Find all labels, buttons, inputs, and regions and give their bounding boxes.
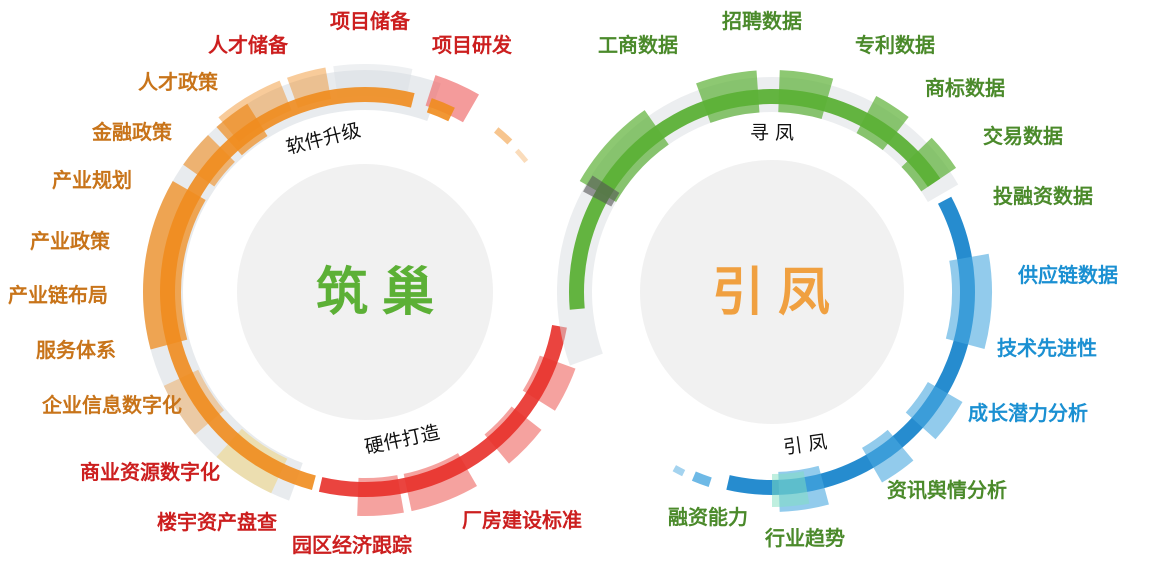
right-ring-block (778, 70, 834, 119)
right-ring-main-blue (726, 196, 975, 495)
left-ring-dot (514, 148, 529, 163)
right-ring-block (905, 382, 963, 440)
label: 人才储备 (208, 33, 288, 57)
right-ring-block (579, 110, 669, 202)
label: 行业趋势 (765, 526, 845, 550)
left-center-disc (237, 164, 493, 420)
right-center-title: 引凤 (712, 262, 845, 323)
label: 工商数据 (598, 33, 678, 57)
label: 专利数据 (855, 33, 935, 57)
left-ring-block (425, 75, 479, 123)
label: 资讯舆情分析 (887, 478, 1007, 502)
right-ring-block (856, 95, 909, 151)
label: 金融政策 (92, 120, 172, 144)
label: 产业链布局 (8, 283, 108, 307)
label: 楼宇资产盘查 (157, 510, 277, 534)
label: 融资能力 (668, 505, 748, 529)
right-ring-block (583, 175, 620, 207)
label: 招聘数据 (722, 9, 802, 33)
label: 成长潜力分析 (968, 401, 1088, 425)
label: 厂房建设标准 (462, 508, 582, 532)
label: 人才政策 (138, 70, 218, 94)
right-ring-dot (691, 471, 712, 487)
label: 供应链数据 (1018, 263, 1118, 287)
right-ring-block (696, 70, 760, 123)
label: 企业信息数字化 (42, 393, 182, 417)
label: 项目研发 (432, 33, 512, 57)
label: 产业规划 (52, 168, 132, 192)
label: 交易数据 (983, 124, 1063, 148)
left-ring-block (522, 355, 576, 411)
label: 技术先进性 (997, 336, 1097, 360)
label: 投融资数据 (993, 184, 1093, 208)
left-ring-dot (494, 127, 513, 145)
label: 商业资源数字化 (80, 460, 220, 484)
right-ring-block (945, 253, 992, 349)
right-ring-block (862, 429, 914, 483)
label: 服务体系 (36, 338, 116, 362)
left-ring-main-orange (426, 98, 455, 122)
right-ring-block (772, 471, 810, 507)
left-ring-main-red (318, 324, 567, 497)
label: 产业政策 (30, 229, 110, 253)
right-center-disc (640, 160, 904, 424)
left-center-title: 筑巢 (316, 262, 449, 323)
right-ring-block (901, 137, 957, 192)
label: 商标数据 (925, 76, 1005, 100)
label: 园区经济跟踪 (292, 533, 412, 557)
label: 项目储备 (330, 9, 410, 33)
right-ring-dot (672, 465, 686, 477)
inner-label-seek: 寻 凤 (750, 122, 795, 144)
left-ring-block (484, 406, 542, 464)
left-ring-block (403, 453, 477, 512)
left-ring-block (357, 475, 404, 516)
